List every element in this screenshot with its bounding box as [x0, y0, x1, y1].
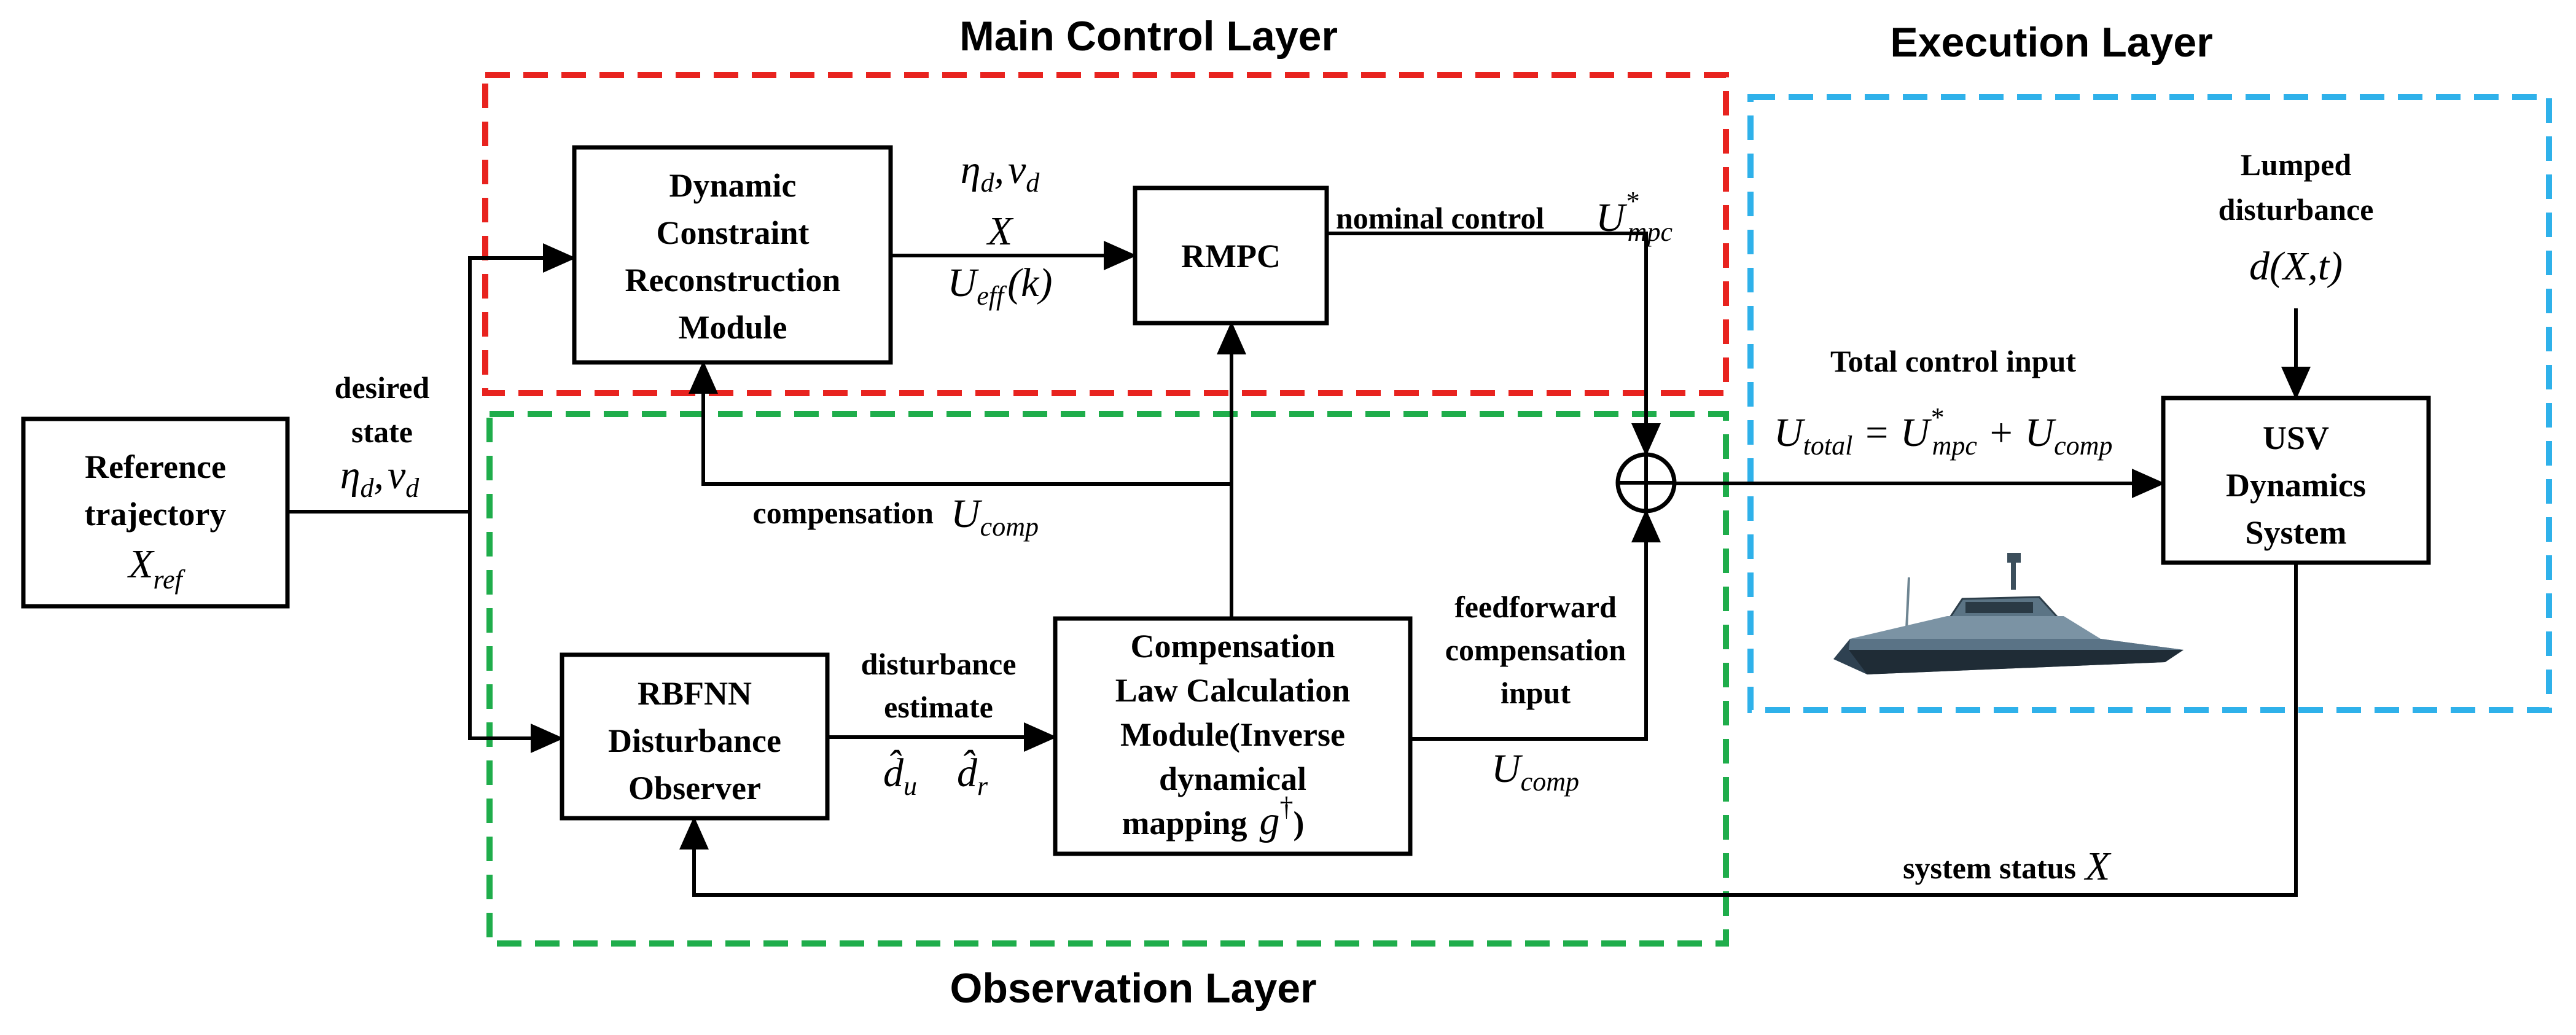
- split-to-dcrm-arrow: [468, 243, 576, 512]
- main-control-layer-frame: [482, 72, 1729, 396]
- clcm-label-line1: Compensation: [1130, 628, 1335, 665]
- dynamic-constraint-reconstruction-module-block: Dynamic Constraint Reconstruction Module: [572, 145, 893, 365]
- rmpc-to-sum-arrow: [1327, 232, 1661, 456]
- disturbance-estimate-label-line2: estimate: [884, 690, 993, 724]
- clcm-label-line4: dynamical: [1159, 760, 1306, 797]
- system-status-math: X: [2083, 844, 2112, 889]
- compensation-law-calculation-module-block: Compensation Law Calculation Module(Inve…: [1053, 616, 1413, 856]
- execution-layer-title: Execution Layer: [1890, 19, 2212, 66]
- observation-layer-frame: [486, 411, 1729, 947]
- system-status-feedback-arrow: [679, 563, 2298, 897]
- desired-state-label-line1: desired: [335, 370, 430, 405]
- usv-label-line3: System: [2246, 514, 2347, 551]
- dcrm-output-eta-v: ηd,vd: [961, 147, 1040, 198]
- split-to-rbfnn-arrow: [468, 512, 564, 753]
- rmpc-block: RMPC: [1133, 186, 1329, 326]
- nominal-control-math: U*mpc: [1596, 186, 1672, 247]
- lumped-disturbance-math: d(X,t): [2249, 244, 2343, 289]
- total-control-equation: Utotal = U*mpc + Ucomp: [1774, 402, 2112, 461]
- usv-boat-icon: [1833, 553, 2184, 674]
- clcm-to-sum-arrow: [1410, 509, 1661, 741]
- reference-label-line1: Reference: [85, 448, 226, 485]
- lumped-disturbance-label-line2: disturbance: [2219, 192, 2374, 227]
- feedforward-label-line3: input: [1501, 676, 1571, 710]
- rmpc-label: RMPC: [1181, 238, 1281, 275]
- disturbance-estimate-label-line1: disturbance: [861, 647, 1017, 681]
- system-status-label: system status: [1903, 851, 2076, 885]
- feedforward-math: Ucomp: [1491, 746, 1579, 797]
- dcrm-output-x: X: [986, 209, 1014, 254]
- total-control-input-label: Total control input: [1830, 344, 2076, 378]
- usv-label-line1: USV: [2263, 420, 2329, 456]
- dcrm-label-line2: Constraint: [656, 214, 809, 251]
- desired-state-math: ηd,vd: [340, 453, 420, 503]
- execution-layer-frame: [1747, 94, 2552, 713]
- usv-dynamics-system-block: USV Dynamics System: [2161, 396, 2431, 565]
- main-control-layer-title: Main Control Layer: [959, 13, 1338, 60]
- d-hat-u: d̂u: [883, 750, 917, 801]
- compensation-math: Ucomp: [951, 491, 1039, 542]
- dcrm-label-line1: Dynamic: [669, 167, 797, 204]
- feedforward-label-line1: feedforward: [1454, 590, 1617, 624]
- nominal-control-label: nominal control: [1336, 201, 1544, 235]
- lumped-disturbance-label-line1: Lumped: [2241, 147, 2352, 182]
- rbfnn-disturbance-observer-block: RBFNN Disturbance Observer: [560, 652, 830, 821]
- dcrm-label-line4: Module: [678, 309, 787, 346]
- reference-label-line2: trajectory: [85, 496, 227, 533]
- dcrm-label-line3: Reconstruction: [625, 262, 841, 299]
- desired-state-label-line2: state: [351, 415, 413, 449]
- reference-trajectory-block: Reference trajectory Xref: [21, 416, 290, 609]
- rbfnn-label-line1: RBFNN: [638, 675, 752, 712]
- feedforward-label-line2: compensation: [1445, 633, 1626, 667]
- compensation-label: compensation: [753, 496, 934, 530]
- dcrm-output-ueff: Ueff(k): [948, 260, 1053, 311]
- clcm-label-line3: Module(Inverse: [1120, 716, 1345, 753]
- rbfnn-label-line3: Observer: [628, 770, 761, 807]
- rbfnn-label-line2: Disturbance: [608, 722, 781, 759]
- clcm-label-line2: Law Calculation: [1115, 672, 1351, 709]
- reference-math: Xref: [127, 542, 185, 595]
- summing-junction-icon: [1615, 452, 1677, 514]
- compensation-feedback-arrow: [689, 361, 1231, 486]
- usv-label-line2: Dynamics: [2226, 467, 2366, 504]
- observation-layer-title: Observation Layer: [950, 965, 1316, 1012]
- d-hat-r: d̂r: [957, 750, 988, 801]
